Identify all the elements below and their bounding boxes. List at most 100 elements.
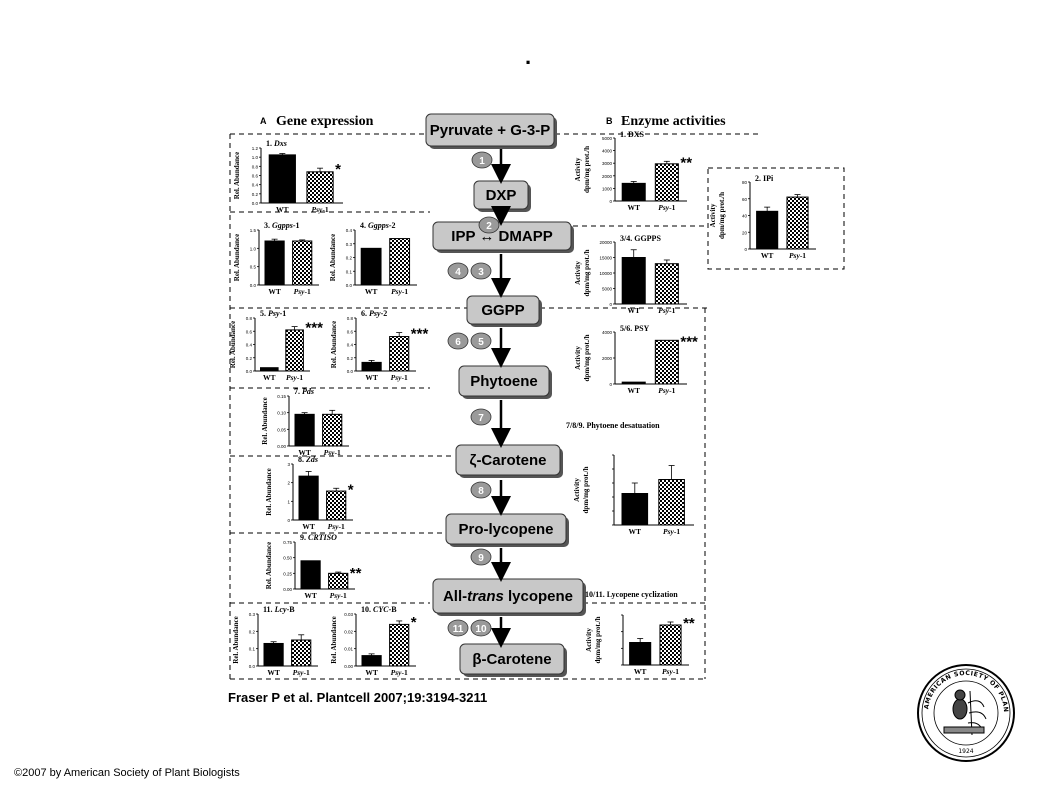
step-number: 10 — [475, 624, 487, 635]
significance-marker: * — [335, 161, 341, 178]
y-axis-label: Rel. Abundance — [229, 321, 237, 368]
x-label-psy: Psy-1 — [286, 373, 303, 382]
step-circle-2: 2 — [478, 216, 500, 234]
step-number: 5 — [478, 337, 484, 348]
y-tick-label: 0.6 — [246, 329, 253, 334]
panel-b-title: Enzyme activities — [621, 114, 726, 129]
top-mark: . — [525, 44, 532, 69]
y-axis-label: Activity — [574, 346, 582, 370]
wt-bar — [360, 247, 382, 286]
step-number: 11 — [453, 624, 464, 635]
wt-bar — [621, 182, 646, 202]
x-label-wt: WT — [298, 448, 311, 457]
psy-bar — [291, 639, 312, 667]
psy-bar — [389, 336, 410, 372]
x-label-wt: WT — [761, 251, 774, 260]
step-circle-1: 1 — [471, 151, 493, 169]
y-tick-label: 10000 — [599, 271, 612, 276]
x-label-psy: Psy-1 — [311, 205, 328, 214]
y-axis-label: Rel. Abundance — [265, 468, 273, 515]
x-label-psy: Psy-1 — [391, 373, 408, 382]
wt-bar — [361, 655, 382, 667]
psy-bar — [306, 171, 334, 204]
x-label-psy: Psy-1 — [293, 668, 310, 677]
y-axis-label: Rel. Abundance — [330, 616, 338, 663]
y-tick-label: 0.6 — [347, 329, 354, 334]
x-label-psy: Psy-1 — [328, 522, 345, 531]
y-tick-label: 0.3 — [249, 612, 256, 617]
y-tick-label: 0.00 — [277, 444, 286, 449]
psy-bar — [658, 479, 685, 526]
x-label-psy: Psy-1 — [658, 306, 675, 315]
chart-title: 7. Pds — [294, 387, 314, 396]
psy-bar — [786, 196, 809, 250]
step-circle-3: 3 — [470, 262, 492, 280]
wt-bar — [621, 257, 646, 305]
y-axis-label: Rel. Abundance — [232, 616, 240, 663]
y-tick-label: 0.2 — [347, 356, 354, 361]
x-label-psy: Psy-1 — [789, 251, 806, 260]
y-tick-label: 0 — [609, 199, 612, 204]
y-tick-label: 15000 — [599, 256, 612, 261]
x-label-psy: Psy-1 — [663, 527, 680, 536]
chart-title: 4. Ggpps-2 — [360, 221, 396, 230]
significance-marker: ** — [680, 154, 692, 171]
chart-title: 5. Psy-1 — [260, 309, 286, 318]
node-label: DXP — [486, 187, 517, 204]
y-tick-label: 0.4 — [346, 228, 353, 233]
y-axis-label: Rel. Abundance — [233, 152, 241, 199]
y-tick-label: 0.4 — [246, 343, 253, 348]
significance-marker: *** — [305, 320, 323, 337]
chart-title: 7/8/9. Phytoene desatuation — [566, 421, 660, 430]
y-axis-label: Rel. Abundance — [330, 321, 338, 368]
x-label-wt: WT — [365, 373, 378, 382]
node-label: All-trans lycopene — [443, 588, 573, 605]
step-circle-6: 6 — [447, 332, 469, 350]
pathway-node-all: All-trans lycopene — [432, 578, 586, 616]
significance-marker: *** — [411, 326, 429, 343]
node-box — [425, 113, 555, 147]
x-label-psy: Psy-1 — [294, 287, 311, 296]
y-tick-label: 5000 — [602, 136, 613, 141]
step-number: 1 — [479, 156, 485, 167]
y-tick-label: 0 — [609, 382, 612, 387]
y-tick-label: 0.0 — [250, 283, 257, 288]
wt-bar — [361, 361, 382, 372]
chart-title: 9. CRTISO — [300, 533, 337, 542]
y-tick-label: 0.5 — [250, 265, 257, 270]
pathway-node-ipp: IPP ↔ DMAPP — [432, 221, 574, 253]
y-tick-label: 0 — [744, 247, 747, 252]
x-label-wt: WT — [627, 386, 640, 395]
y-axis-label: Activity — [585, 628, 593, 652]
panel-b-letter: B — [606, 116, 613, 126]
psy-bar — [654, 339, 679, 385]
y-tick-label: 0.0 — [249, 664, 256, 669]
psy-bar — [328, 572, 349, 590]
copyright: ©2007 by American Society of Plant Biolo… — [14, 767, 240, 779]
y-tick-label: 0.1 — [249, 647, 256, 652]
x-label-wt: WT — [276, 205, 289, 214]
chart-title: 11. Lcy-B — [263, 605, 295, 614]
chart-title: 1. DXS — [620, 130, 645, 139]
wt-bar — [629, 642, 652, 666]
y-axis-label: dpm/mg prot./h — [583, 334, 591, 381]
wt-bar — [621, 493, 649, 526]
wt-bar — [756, 210, 779, 250]
chart-title: 2. IPi — [755, 174, 774, 183]
chart-title: 6. Psy-2 — [361, 309, 387, 318]
x-label-psy: Psy-1 — [391, 668, 408, 677]
x-label-psy: Psy-1 — [658, 386, 675, 395]
significance-marker: *** — [680, 333, 698, 350]
panel-a-header: A Gene expression — [260, 114, 374, 129]
chart-title: 1. Dxs — [266, 139, 287, 148]
y-tick-label: 0.0 — [347, 369, 354, 374]
